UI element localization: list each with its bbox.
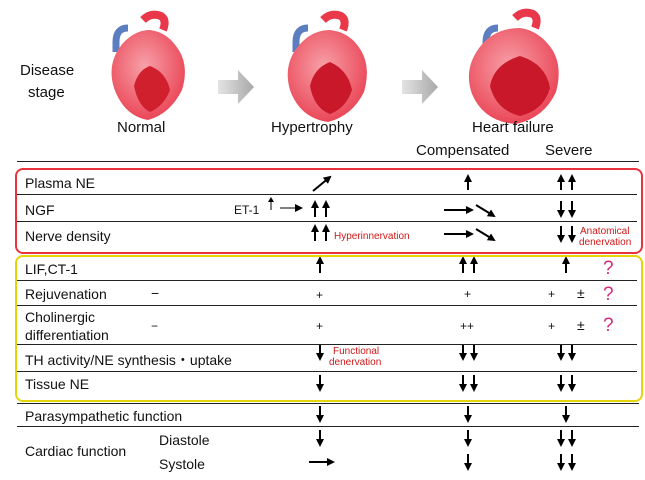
row-cholinergic-2: differentiation xyxy=(25,327,109,343)
cholinergic-severe-pm: ± xyxy=(577,317,585,333)
stage-compensated: Compensated xyxy=(416,142,510,159)
row-nerve-density: Nerve density xyxy=(25,228,111,244)
rejuvenation-comp: + xyxy=(464,287,472,301)
et1-label: ET-1 xyxy=(234,203,260,217)
heart-normal-icon xyxy=(111,10,185,120)
row-th-activity: TH activity/NE synthesis・uptake xyxy=(25,352,232,368)
functional-note-1: Functional xyxy=(333,346,380,357)
row-ngf: NGF xyxy=(25,202,55,218)
stage-arrow-icon xyxy=(402,70,438,104)
rejuvenation-severe: + xyxy=(548,287,556,301)
stage-arrow-icon xyxy=(218,70,254,104)
cholinergic-hyper: + xyxy=(316,319,324,333)
stage-heart-failure: Heart failure xyxy=(472,119,554,136)
disease-stage-label-1: Disease xyxy=(20,62,75,79)
neuronal-remodeling-box xyxy=(15,255,643,402)
anatomical-note-1: Anatomical xyxy=(580,226,630,237)
functional-note-2: denervation xyxy=(329,357,382,368)
lif-question: ? xyxy=(603,258,614,279)
rejuvenation-normal: − xyxy=(151,285,160,301)
row-tissue-ne: Tissue NE xyxy=(25,376,90,392)
disease-stage-label-2: stage xyxy=(28,84,65,101)
plasma-ne-hyper-arrow xyxy=(312,175,332,192)
cholinergic-normal: − xyxy=(151,319,159,333)
header-divider xyxy=(17,161,639,162)
rejuvenation-hyper: + xyxy=(316,288,324,302)
stage-normal: Normal xyxy=(117,119,166,136)
hyperinnervation-note: Hyperinnervation xyxy=(334,231,410,242)
row-parasympathetic: Parasympathetic function xyxy=(25,408,183,424)
row-plasma-ne: Plasma NE xyxy=(25,175,96,191)
row-lif-ct1: LIF,CT-1 xyxy=(25,261,78,277)
stage-severe: Severe xyxy=(545,142,593,159)
cholinergic-question: ? xyxy=(603,315,614,336)
row-rejuvenation: Rejuvenation xyxy=(25,286,107,302)
rejuvenation-severe-pm: ± xyxy=(577,285,585,301)
heart-failure-icon xyxy=(468,8,559,124)
cholinergic-severe: + xyxy=(548,319,556,333)
rejuvenation-question: ? xyxy=(603,284,614,305)
row-diastole: Diastole xyxy=(159,432,210,448)
row-cholinergic-1: Cholinergic xyxy=(25,309,96,325)
row-cardiac-function: Cardiac function xyxy=(25,443,127,459)
sympathetic-innervation-box xyxy=(15,168,643,254)
heart-hypertrophy-icon xyxy=(287,10,367,122)
cholinergic-comp: ++ xyxy=(460,319,475,333)
row-systole: Systole xyxy=(159,456,205,472)
anatomical-note-2: denervation xyxy=(579,237,632,248)
stage-hypertrophy: Hypertrophy xyxy=(271,119,353,136)
